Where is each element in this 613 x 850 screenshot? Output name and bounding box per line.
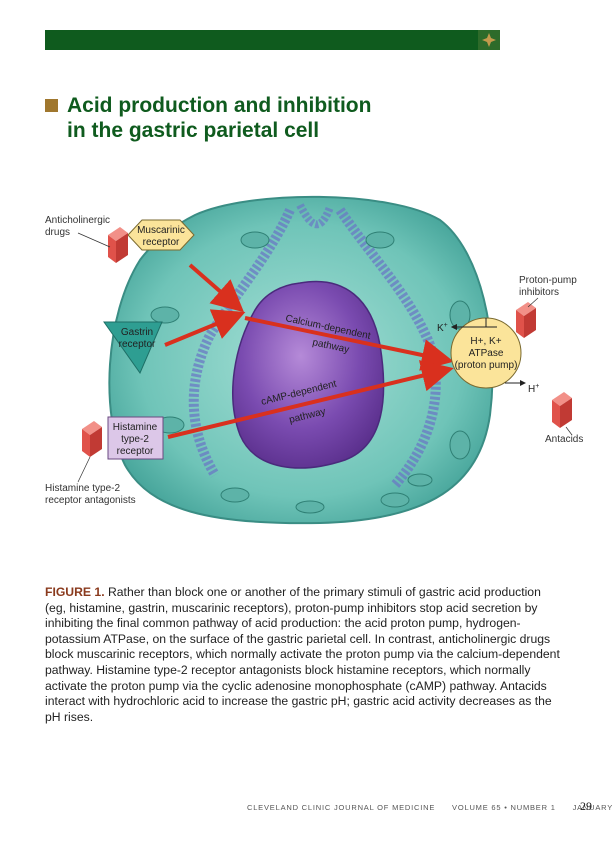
figure-caption: FIGURE 1. Rather than block one or anoth… xyxy=(45,585,565,725)
k-ion-label: K+ xyxy=(437,322,448,334)
anticholinergic-label-2: drugs xyxy=(45,227,70,238)
gastrin-receptor-label-1: Gastrin xyxy=(121,327,153,338)
proton-pump-inhibitor-blocker xyxy=(516,302,536,338)
header-bar xyxy=(45,30,500,50)
footer-volume: VOLUME 65 • NUMBER 1 xyxy=(452,803,556,812)
canaliculus-top xyxy=(296,203,334,229)
histamine-receptor-label-3: receptor xyxy=(117,446,154,457)
ppi-leader xyxy=(527,297,539,308)
h2-antagonist-label-1: Histamine type-2 xyxy=(45,483,120,494)
antacid-blocker xyxy=(552,392,572,428)
journal-emblem-icon xyxy=(478,30,500,50)
footer-date: JANUARY 1998 xyxy=(572,803,613,812)
muscarinic-receptor-label-2: receptor xyxy=(143,237,180,248)
mitochondria xyxy=(150,231,471,514)
muscarinic-receptor xyxy=(127,219,195,251)
arrow-muscarinic xyxy=(188,263,245,313)
histamine-receptor-label-1: Histamine xyxy=(113,422,158,433)
anticholinergic-blocker xyxy=(108,227,128,263)
nucleus xyxy=(232,280,385,469)
arrow-camp-pathway xyxy=(167,360,454,439)
parietal-cell-diagram: H+, K+ ATPase (proton pump) K+ H+ Calciu… xyxy=(45,195,583,525)
page-number: 29 xyxy=(580,799,592,813)
anticholinergic-leader xyxy=(77,232,111,248)
arrow-calcium-pathway xyxy=(244,316,454,371)
title-bullet-square xyxy=(45,99,58,112)
antacid-leader xyxy=(565,426,573,436)
muscarinic-receptor-label-1: Muscarinic xyxy=(137,225,185,236)
figure-caption-text: Rather than block one or another of the … xyxy=(45,585,560,724)
arrow-gastrin xyxy=(164,309,246,347)
h2-antagonist-label-2: receptor antagonists xyxy=(45,495,136,506)
h2-antagonist-blocker xyxy=(82,421,102,457)
gastrin-receptor-label-2: receptor xyxy=(119,339,156,350)
page-footer: CLEVELAND CLINIC JOURNAL OF MEDICINE VOL… xyxy=(247,803,613,812)
histamine-receptor xyxy=(107,416,164,460)
figure-label: FIGURE 1. xyxy=(45,585,105,599)
h-ion-label: H+ xyxy=(528,383,539,395)
footer-journal: CLEVELAND CLINIC JOURNAL OF MEDICINE xyxy=(247,803,436,812)
histamine-receptor-label-2: type-2 xyxy=(121,434,149,445)
h2-antagonist-leader xyxy=(77,456,91,483)
page-title: Acid production and inhibition in the ga… xyxy=(67,94,372,142)
proton-pump-label-2: ATPase xyxy=(469,348,504,359)
ppi-label-1: Proton-pump xyxy=(519,275,577,286)
gastrin-receptor xyxy=(103,321,163,375)
ppi-label-2: inhibitors xyxy=(519,287,559,298)
antacids-label: Antacids xyxy=(545,434,583,445)
proton-pump-label-3: (proton pump) xyxy=(455,360,518,371)
anticholinergic-label-1: Anticholinergic xyxy=(45,215,110,226)
proton-pump-label-1: H+, K+ xyxy=(470,336,501,347)
